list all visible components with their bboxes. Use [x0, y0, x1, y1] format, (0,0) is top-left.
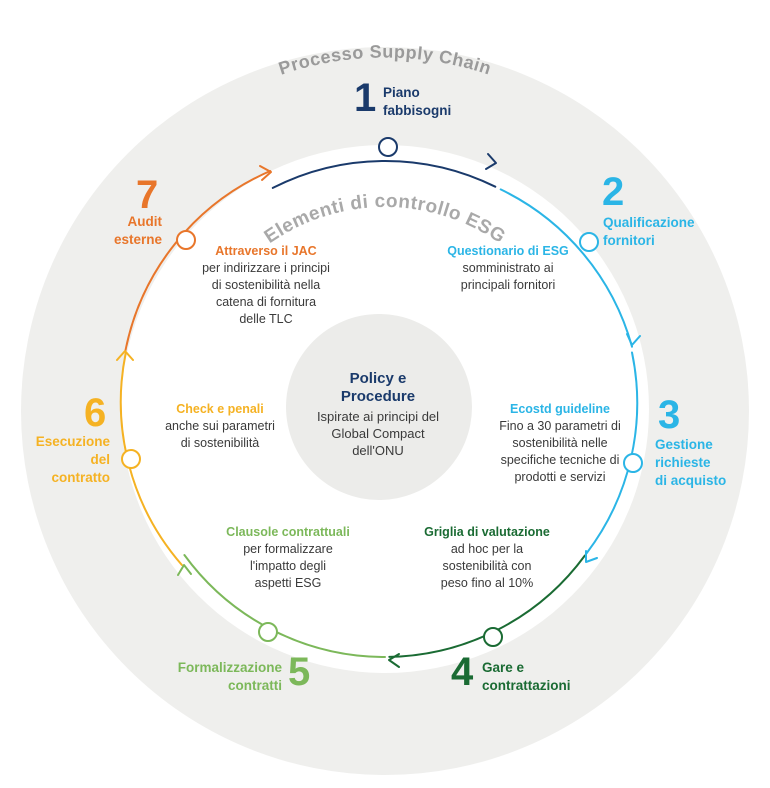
control-ecostd-line3: specifiche tecniche di	[500, 453, 620, 467]
arc-stage-7	[124, 170, 272, 352]
control-questionario-title: Questionario di ESG	[447, 244, 569, 258]
center-disc	[286, 314, 472, 500]
control-jac-line4: delle TLC	[239, 312, 293, 326]
center-sub-line1: Ispirate ai principi del	[316, 409, 440, 424]
center-title-line2: Procedure	[340, 388, 416, 405]
stage-3-line2: richieste	[655, 455, 711, 470]
stage-5-line2: contratti	[228, 678, 282, 693]
stage-3-line1: Gestione	[655, 437, 713, 452]
stage-7-line2: esterne	[113, 232, 162, 247]
arrow-stage-4	[388, 653, 400, 668]
arc-stage-1	[271, 159, 497, 189]
control-clausole-line3: aspetti ESG	[254, 576, 322, 590]
control-jac-line3: catena di fornitura	[215, 295, 317, 309]
control-check-penali-line2: di sostenibilità	[180, 436, 260, 450]
arrow-stage-1	[485, 153, 497, 170]
center-subtitle: Ispirate ai principi del Global Compact …	[300, 408, 456, 459]
stage-4-number: 4	[451, 650, 474, 694]
stage-4-line1: Gare e	[482, 660, 525, 675]
stage-2-number: 2	[602, 170, 625, 214]
control-ecostd-line4: prodotti e servizi	[514, 470, 606, 484]
stage-3-line3: di acquisto	[655, 473, 727, 488]
stage-2-label: Qualificazione fornitori	[603, 214, 695, 250]
center-title-line1: Policy e	[349, 370, 407, 387]
control-griglia-line2: sostenibilità con	[442, 559, 532, 573]
stage-2-line2: fornitori	[603, 233, 655, 248]
control-jac-line2: di sostenibilità nella	[211, 278, 321, 292]
node-stage-4	[483, 627, 503, 647]
control-check-penali-line1: anche sui parametri	[165, 419, 275, 433]
stage-1-label: Piano fabbisogni	[383, 84, 451, 120]
control-griglia-line1: ad hoc per la	[450, 542, 524, 556]
node-stage-1	[378, 137, 398, 157]
stage-4-label: Gare e contrattazioni	[482, 659, 571, 695]
stage-2-line1: Qualificazione	[603, 215, 695, 230]
stage-6-line3: contratto	[51, 470, 111, 485]
center-sub-line2: Global Compact	[331, 426, 425, 441]
control-griglia-line3: peso fino al 10%	[440, 576, 534, 590]
control-jac-title: Attraverso il JAC	[215, 244, 317, 258]
control-griglia-title: Griglia di valutazione	[424, 525, 550, 539]
node-stage-2	[579, 232, 599, 252]
stage-6-number: 6	[84, 391, 107, 435]
stage-5-label: Formalizzazione contratti	[150, 659, 282, 695]
control-check-penali-title: Check e penali	[176, 402, 264, 416]
arrow-stage-7	[259, 165, 272, 181]
stage-1-number: 1	[354, 76, 377, 120]
stage-5-number: 5	[288, 650, 311, 694]
control-jac-line1: per indirizzare i principi	[202, 261, 330, 275]
stage-3-label: Gestione richieste di acquisto	[655, 436, 726, 490]
stage-1-line1: Piano	[383, 85, 420, 100]
control-ecostd-line1: Fino a 30 parametri di	[499, 419, 621, 433]
control-ecostd-line2: sostenibilità nelle	[512, 436, 608, 450]
control-questionario-line2: principali fornitori	[460, 278, 556, 292]
stage-7-line1: Audit	[127, 214, 163, 229]
stage-7-label: Audit esterne	[90, 213, 162, 249]
control-griglia: Griglia di valutazione ad hoc per la sos…	[412, 524, 562, 592]
control-questionario-line1: somministrato ai	[462, 261, 554, 275]
control-clausole-line1: per formalizzare	[243, 542, 333, 556]
control-clausole-line2: l'impatto degli	[249, 559, 327, 573]
node-stage-3	[623, 453, 643, 473]
control-check-penali: Check e penali anche sui parametri di so…	[150, 401, 290, 452]
center-sub-line3: dell'ONU	[352, 443, 404, 458]
control-clausole: Clausole contrattuali per formalizzare l…	[218, 524, 358, 592]
stage-3-number: 3	[658, 393, 681, 437]
arrow-stage-3	[585, 550, 598, 563]
stage-7-number: 7	[136, 173, 159, 217]
control-clausole-title: Clausole contrattuali	[226, 525, 350, 539]
node-stage-7	[176, 230, 196, 250]
arc-stage-2	[499, 188, 633, 348]
arrow-stage-6	[116, 350, 134, 361]
control-ecostd: Ecostd guideline Fino a 30 parametri di …	[490, 401, 630, 486]
stage-1-line2: fabbisogni	[383, 103, 452, 118]
stage-4-line2: contrattazioni	[482, 678, 571, 693]
stage-6-label: Esecuzione del contratto	[12, 433, 110, 487]
control-ecostd-title: Ecostd guideline	[509, 402, 610, 416]
arrow-stage-5	[177, 564, 192, 576]
node-stage-5	[258, 622, 278, 642]
control-jac: Attraverso il JAC per indirizzare i prin…	[196, 243, 336, 328]
stage-6-line2: del	[90, 452, 110, 467]
arrow-stage-2	[626, 333, 641, 346]
control-questionario: Questionario di ESG somministrato ai pri…	[438, 243, 578, 294]
stage-5-line1: Formalizzazione	[177, 660, 282, 675]
node-stage-6	[121, 449, 141, 469]
center-title: Policy e Procedure	[300, 370, 456, 406]
stage-6-line1: Esecuzione	[35, 434, 110, 449]
